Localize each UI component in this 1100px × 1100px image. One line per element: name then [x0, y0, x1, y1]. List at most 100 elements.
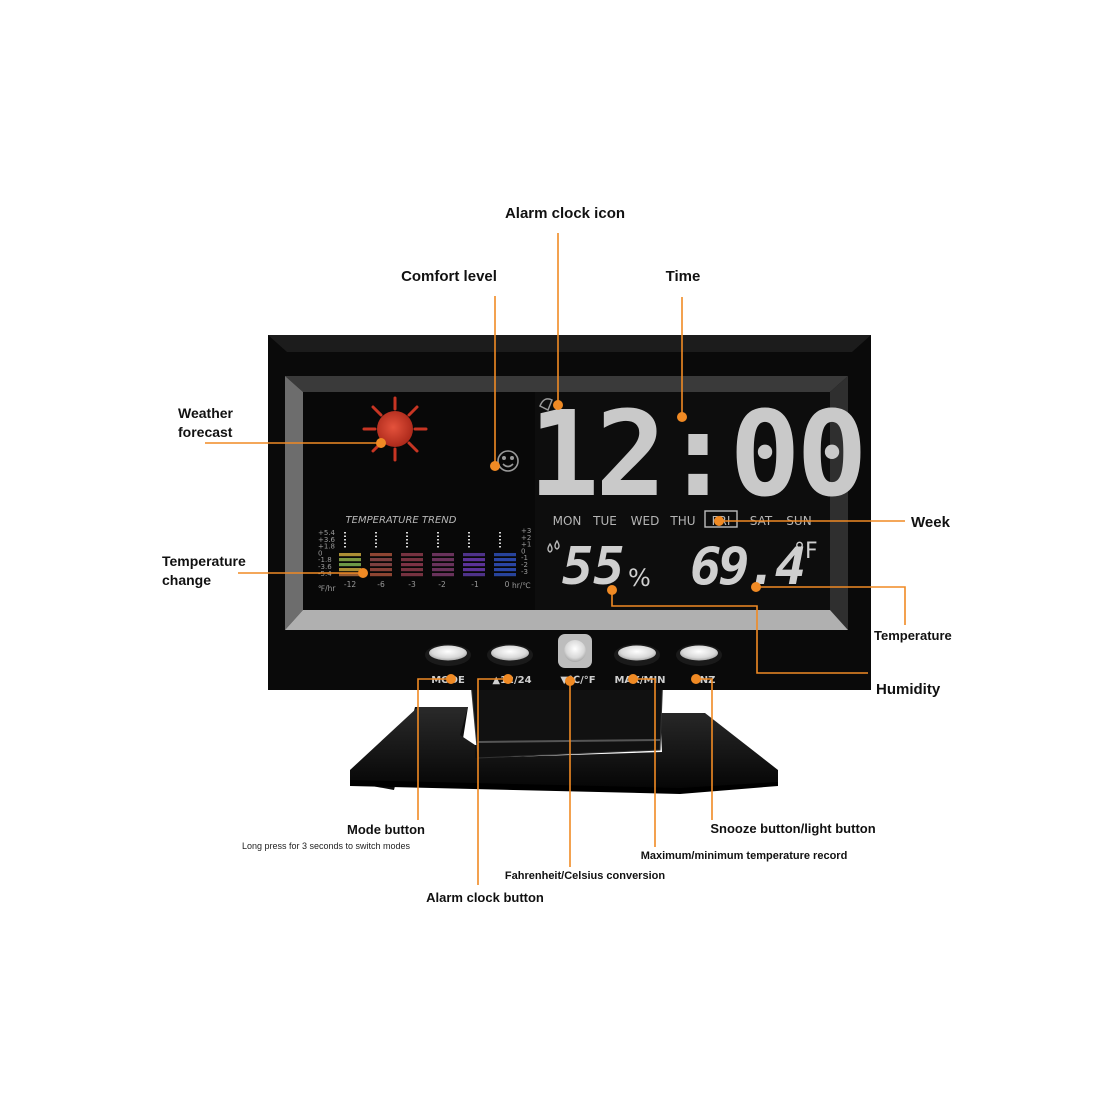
trend-bar-segment [494, 563, 516, 567]
trend-bar-segment [463, 563, 485, 567]
label-mode: Mode button [347, 822, 425, 837]
comfort-smiley-icon [497, 450, 519, 472]
trend-x-tick: -1 [471, 580, 479, 589]
clock-body [268, 335, 871, 690]
leader-alarm-button [477, 678, 508, 885]
trend-x-tick: -3 [408, 580, 416, 589]
time-display: 12:00 [528, 385, 863, 523]
trend-bar-segment [401, 563, 423, 567]
trend-bar-segment [432, 553, 454, 557]
trend-bar-segment [463, 573, 485, 577]
trend-dot [406, 532, 408, 534]
trend-x-tick: -2 [438, 580, 446, 589]
weekday-label: MON [553, 514, 582, 528]
trend-dot [437, 539, 439, 541]
trend-x-ticks: -12 -6 -3 -2 -1 0 [344, 580, 510, 589]
trend-dot [406, 539, 408, 541]
trend-dot [375, 546, 377, 548]
label-fc: Fahrenheit/Celsius conversion [505, 870, 665, 882]
trend-bar-segment [370, 558, 392, 562]
leader-mode [417, 678, 451, 820]
trend-bar-segment [339, 568, 361, 572]
trend-dot [499, 542, 501, 544]
trend-bar-segment [339, 563, 361, 567]
trend-bar-segment [432, 558, 454, 562]
trend-dot [499, 535, 501, 537]
trend-bar-segment [370, 568, 392, 572]
weekday-label: TUE [592, 514, 617, 528]
trend-dot [437, 546, 439, 548]
trend-left-tick: +3.6 [318, 536, 336, 544]
trend-bar-segment [339, 553, 361, 557]
trend-bar-segment [494, 568, 516, 572]
trend-right-unit: hr/℃ [512, 581, 531, 590]
temperature-value: 69.4 [690, 537, 804, 597]
trend-left-tick: -1.8 [318, 556, 332, 564]
trend-dot [375, 542, 377, 544]
weekday-label: WED [631, 514, 660, 528]
trend-bar-segment [432, 563, 454, 567]
label-maxmin: Maximum/minimum temperature record [641, 850, 848, 862]
trend-dot [344, 532, 346, 534]
trend-bar-segment [370, 553, 392, 557]
trend-bar-segment [339, 573, 361, 577]
trend-left-tick: -3.6 [318, 563, 332, 571]
leader-temperature [756, 586, 906, 625]
trend-dot [437, 542, 439, 544]
leader-maxmin [633, 678, 656, 847]
trend-dot [437, 532, 439, 534]
trend-bar-segment [339, 558, 361, 562]
callout-labels: Alarm clock icon Comfort level Time Weat… [162, 205, 952, 905]
label-mode-note: Long press for 3 seconds to switch modes [242, 841, 411, 851]
trend-dot [468, 532, 470, 534]
trend-bar-segment [401, 558, 423, 562]
trend-dot [375, 535, 377, 537]
label-weather-1: Weather [178, 405, 234, 421]
trend-left-tick: +1.8 [318, 543, 335, 551]
maxmin-button[interactable]: MAX/MIN [614, 644, 666, 686]
trend-bar-segment [370, 563, 392, 567]
trend-bar-segment [370, 573, 392, 577]
clock-stand [350, 671, 778, 794]
trend-right-tick: +2 [521, 534, 531, 542]
trend-dot [344, 535, 346, 537]
trend-bar-segment [494, 558, 516, 562]
label-alarm-icon: Alarm clock icon [505, 205, 625, 222]
button-row: MODE ▲12/24 ▼℃/°F MAX/MIN SNZ [425, 634, 722, 686]
trend-dot [499, 539, 501, 541]
trend-dot [437, 535, 439, 537]
trend-x-tick: -12 [344, 580, 356, 589]
label-weather-2: forecast [178, 424, 233, 440]
trend-right-tick: -1 [521, 554, 528, 562]
trend-left-tick: 0 [318, 549, 322, 557]
callout-lines [205, 233, 906, 885]
trend-title: TEMPERATURE TREND [346, 515, 457, 526]
trend-dot [344, 539, 346, 541]
trend-dot [375, 539, 377, 541]
label-snooze: Snooze button/light button [710, 821, 875, 836]
label-week: Week [911, 514, 951, 531]
temperature-trend-panel: TEMPERATURE TREND +5.4+3.6+1.80-1.8-3.6-… [318, 515, 531, 593]
trend-left-tick: +5.4 [318, 529, 336, 537]
trend-right-tick: +1 [521, 541, 531, 549]
trend-right-tick: -2 [521, 561, 528, 569]
trend-bar-segment [432, 568, 454, 572]
light-sensor-button[interactable]: ▼℃/°F [558, 634, 596, 686]
trend-dot [344, 542, 346, 544]
trend-bar-segment [463, 568, 485, 572]
trend-x-tick: -6 [377, 580, 385, 589]
temperature-unit: °F [794, 539, 818, 564]
trend-x-tick: 0 [505, 580, 510, 589]
trend-dot [406, 546, 408, 548]
callout-dots [358, 400, 761, 686]
trend-dot [468, 539, 470, 541]
trend-right-ticks: +3+2+10-1-2-3 [521, 527, 531, 576]
label-temperature: Temperature [874, 628, 952, 643]
weekday-label: THU [669, 514, 695, 528]
trend-bar-segment [432, 573, 454, 577]
maxmin-button-label: MAX/MIN [614, 675, 665, 686]
trend-bar-segment [463, 553, 485, 557]
fc-button-label: ▼℃/°F [560, 675, 595, 686]
snooze-button[interactable]: SNZ [676, 644, 722, 686]
